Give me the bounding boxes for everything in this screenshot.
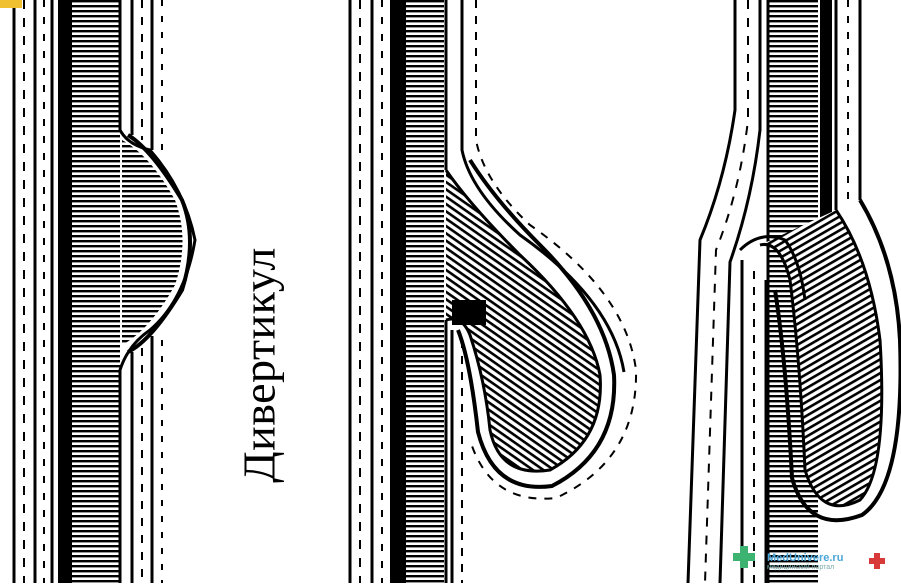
- watermark: MedUnivere.ru медицинский портал: [737, 549, 887, 575]
- watermark-subtitle: медицинский портал: [767, 564, 843, 571]
- panel-3-long-diverticulum: [688, 0, 901, 583]
- panel-1-true-diverticulum: [14, 0, 195, 583]
- diverticulum-caption: Дивертикул: [233, 247, 286, 483]
- watermark-brand: MedUnivere.ru: [767, 553, 843, 564]
- panel-2-pouch-diverticulum: [350, 0, 636, 583]
- corner-mark: [0, 0, 22, 8]
